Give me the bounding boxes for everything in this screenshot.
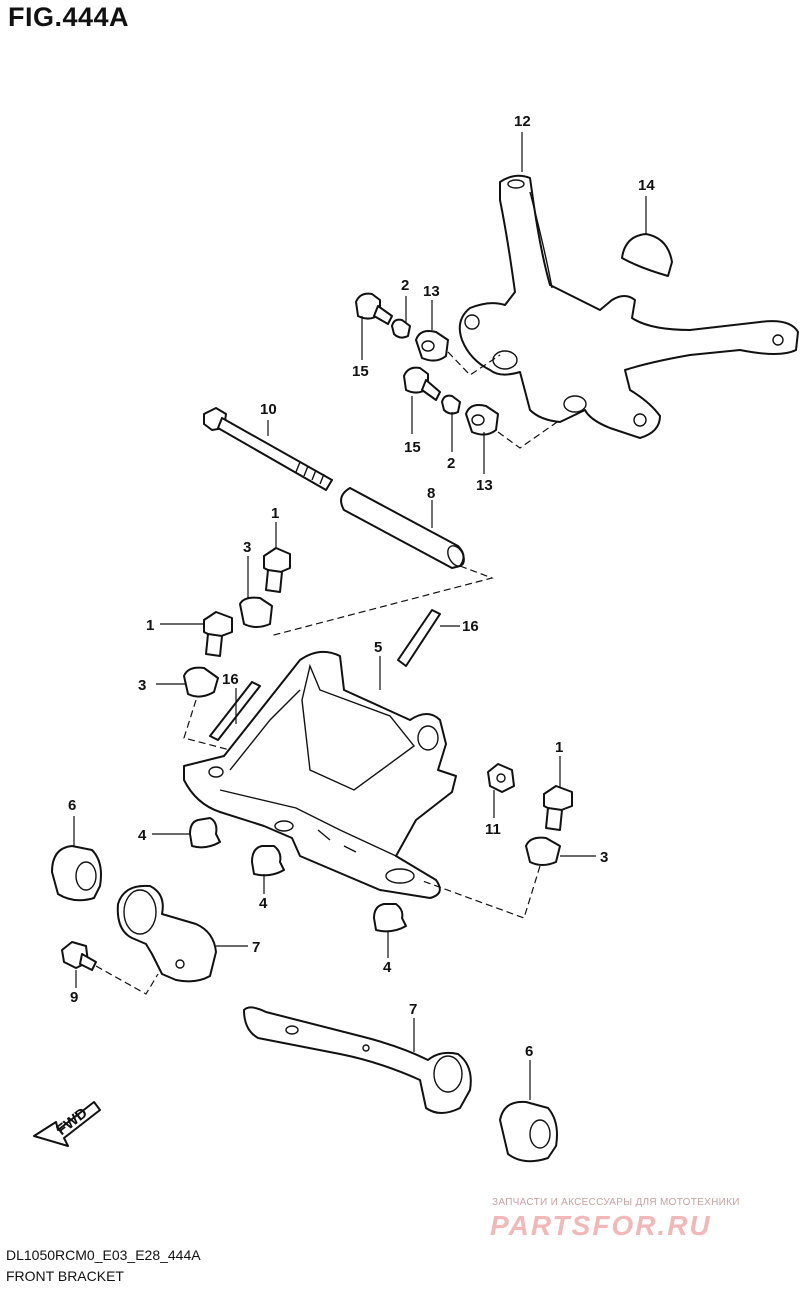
callout-7-left: 7: [252, 939, 260, 956]
part-12-upper-bracket: [458, 174, 799, 439]
callout-11: 11: [485, 821, 501, 838]
part-3-grommet-top: [239, 596, 273, 628]
callout-7-lower: 7: [409, 1001, 417, 1018]
part-8-spacer-tube: [340, 487, 465, 569]
callout-6-right: 6: [525, 1043, 533, 1060]
callout-4-a: 4: [138, 827, 147, 844]
part-5-front-bracket: [183, 650, 457, 899]
callout-3-right: 3: [600, 849, 608, 866]
part-15-bolt-lower: [403, 366, 441, 401]
callout-16-right: 16: [462, 618, 479, 635]
assembly-line-left: [183, 699, 231, 751]
assembly-line-upper-a: [447, 351, 501, 376]
model-code: DL1050RCM0_E03_E28_444A: [6, 1247, 201, 1263]
callout-2-lower: 2: [447, 455, 455, 472]
part-13-grommet-upper: [415, 330, 449, 362]
part-10-long-bolt: [203, 407, 333, 491]
figure-description: FRONT BRACKET: [6, 1268, 124, 1284]
callout-5: 5: [374, 639, 382, 656]
callout-1-mid: 1: [146, 617, 154, 634]
assembly-line-upper-b: [497, 419, 561, 449]
part-16-strip-right: [397, 609, 441, 667]
callout-10: 10: [260, 401, 277, 418]
part-4-collar-b: [251, 845, 285, 877]
part-2-collar-upper: [391, 318, 411, 339]
callout-1-top: 1: [271, 505, 279, 522]
callout-3-top: 3: [243, 539, 251, 556]
part-3-grommet-right: [525, 836, 561, 866]
assembly-line-8: [269, 565, 494, 637]
assembly-line-9: [95, 965, 159, 995]
part-3-grommet-mid: [183, 666, 219, 698]
callout-12: 12: [514, 113, 531, 130]
watermark-caption: ЗАПЧАСТИ И АКСЕССУАРЫ ДЛЯ МОТОТЕХНИКИ: [492, 1197, 740, 1208]
part-1-bolt-right: [543, 785, 573, 831]
callout-13-upper: 13: [423, 283, 440, 300]
part-15-bolt-upper: [355, 292, 393, 325]
callout-4-c: 4: [383, 959, 392, 976]
part-7-bracket-lower: [243, 1006, 472, 1114]
part-11-nut: [487, 763, 515, 793]
callout-15-lower: 15: [404, 439, 421, 456]
callout-3-mid: 3: [138, 677, 146, 694]
callout-4-b: 4: [259, 895, 268, 912]
part-13-grommet-lower: [465, 404, 499, 436]
part-4-collar-c: [373, 903, 407, 933]
callout-14: 14: [638, 177, 655, 194]
leader-lines: [73, 132, 647, 1100]
part-1-bolt-mid: [203, 611, 233, 657]
callout-6-left: 6: [68, 797, 76, 814]
part-2-collar-lower: [441, 394, 461, 415]
callout-8: 8: [427, 485, 435, 502]
part-14-cap: [621, 233, 673, 277]
watermark-logo: PARTSFOR.RU: [490, 1210, 712, 1241]
part-4-collar-a: [189, 817, 221, 849]
callout-15-upper: 15: [352, 363, 369, 380]
figure-title: FIG.444A: [8, 2, 130, 32]
part-6-rubber-right: [499, 1100, 558, 1163]
callout-1-right: 1: [555, 739, 563, 756]
callout-9: 9: [70, 989, 78, 1006]
part-9-bolt: [61, 941, 97, 971]
callout-13-lower: 13: [476, 477, 493, 494]
part-16-strip-left: [209, 681, 261, 741]
part-1-bolt-top: [263, 547, 291, 593]
part-7-bracket-left: [116, 884, 217, 983]
callout-16-left: 16: [222, 671, 239, 688]
part-6-rubber-left: [51, 845, 102, 902]
fwd-arrow-icon: FWD: [33, 1101, 101, 1147]
callout-2-upper: 2: [401, 277, 409, 294]
